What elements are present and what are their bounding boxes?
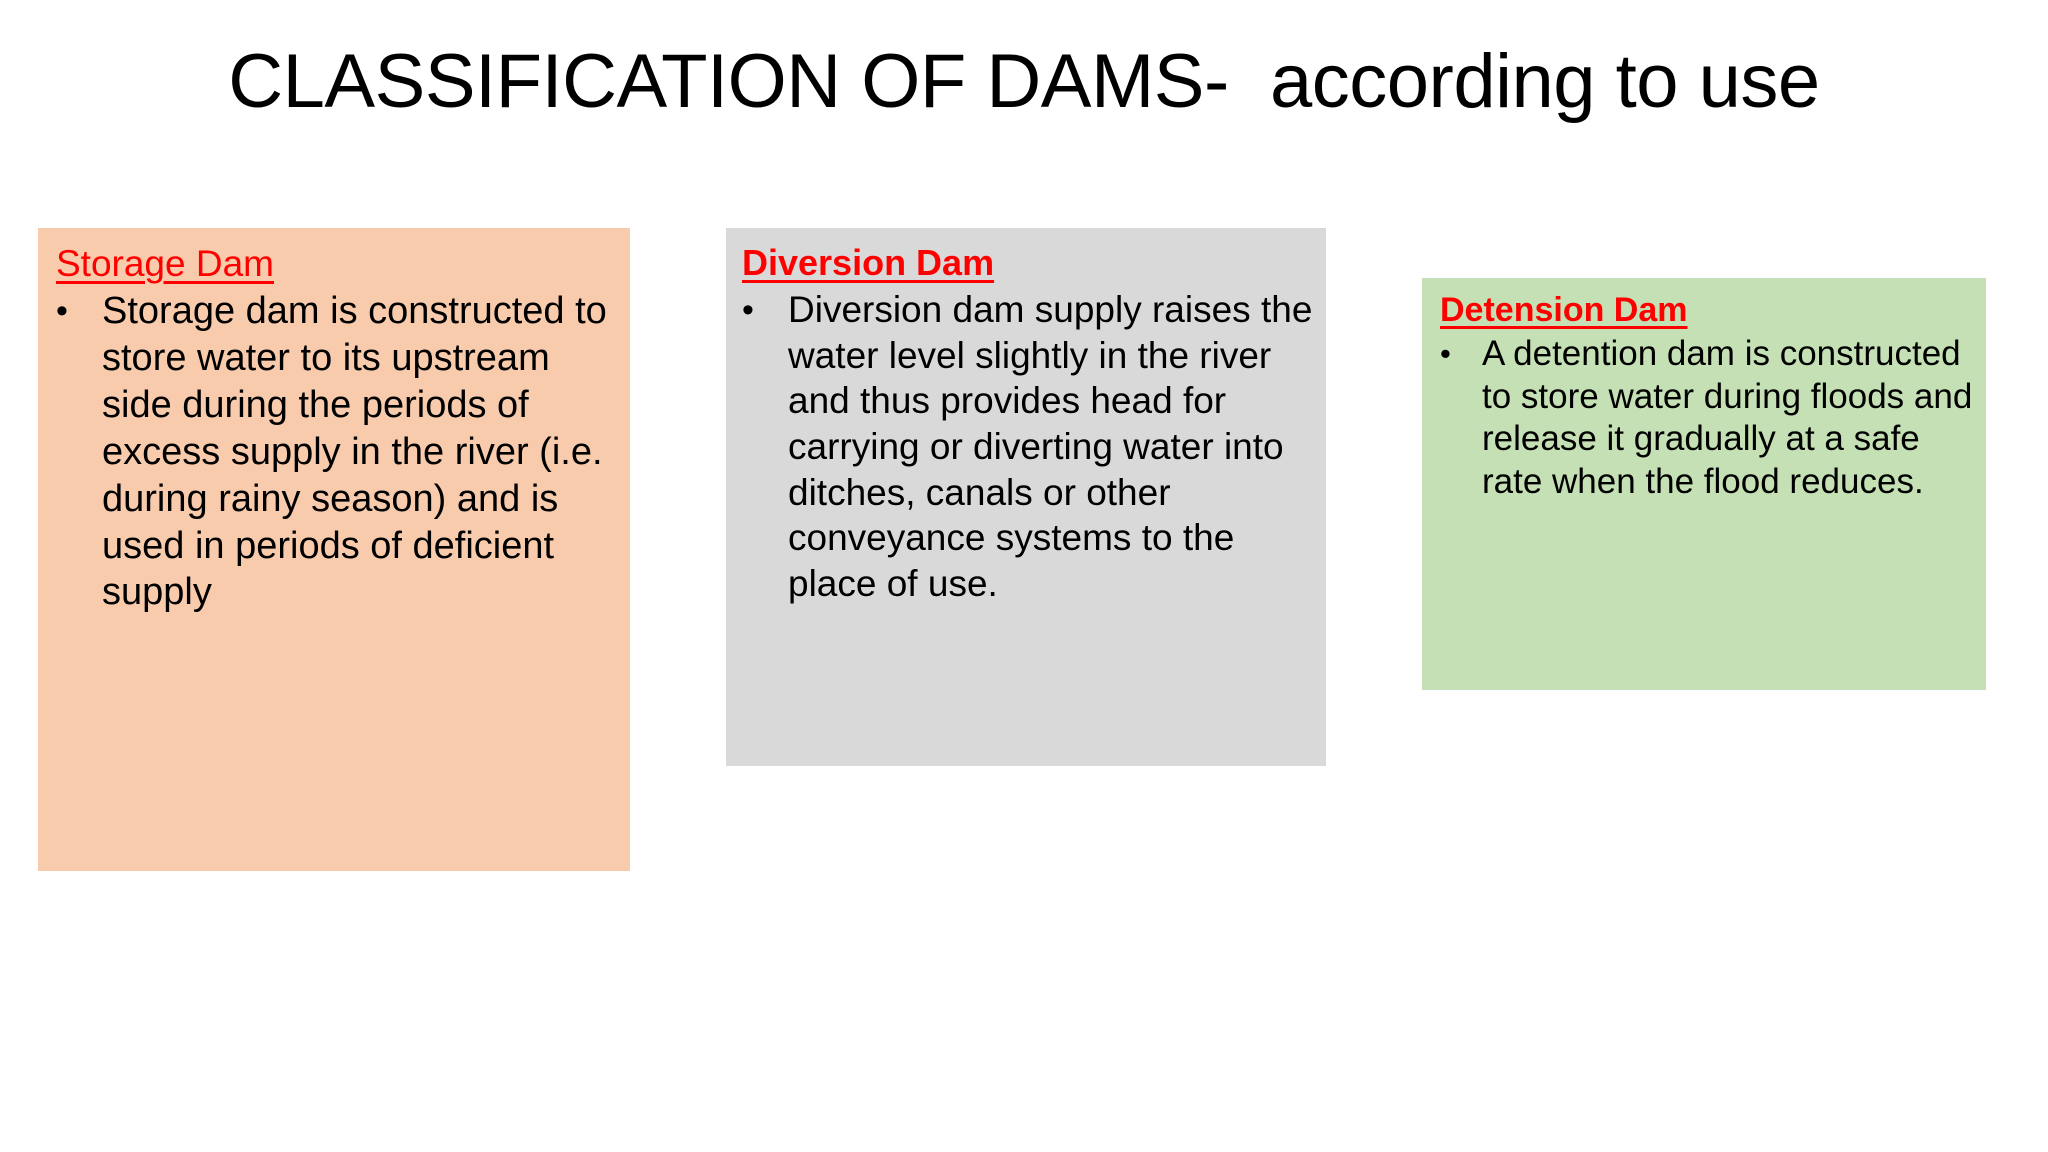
detension-dam-body-text: A detention dam is constructed to store … — [1482, 333, 1973, 502]
detension-dam-bullet-item: • A detention dam is constructed to stor… — [1440, 333, 1980, 505]
content-box-storage-dam: Storage Dam • Storage dam is constructed… — [38, 228, 630, 871]
bullet-icon: • — [56, 291, 68, 330]
page-title: CLASSIFICATION OF DAMS- according to use — [228, 39, 1820, 124]
bullet-icon: • — [1440, 335, 1451, 371]
storage-dam-body-text: Storage dam is constructed to store wate… — [102, 289, 607, 614]
diversion-dam-body-text: Diversion dam supply raises the water le… — [788, 288, 1313, 604]
bullet-icon: • — [742, 290, 754, 329]
storage-dam-bullet-item: • Storage dam is constructed to store wa… — [56, 288, 620, 616]
content-box-diversion-dam: Diversion Dam • Diversion dam supply rai… — [726, 228, 1326, 766]
storage-dam-heading: Storage Dam — [56, 243, 274, 284]
detension-dam-heading: Detension Dam — [1440, 291, 1688, 329]
content-box-detension-dam: Detension Dam • A detention dam is const… — [1422, 278, 1986, 690]
diversion-dam-bullet-item: • Diversion dam supply raises the water … — [742, 287, 1318, 607]
diversion-dam-heading: Diversion Dam — [742, 242, 995, 283]
